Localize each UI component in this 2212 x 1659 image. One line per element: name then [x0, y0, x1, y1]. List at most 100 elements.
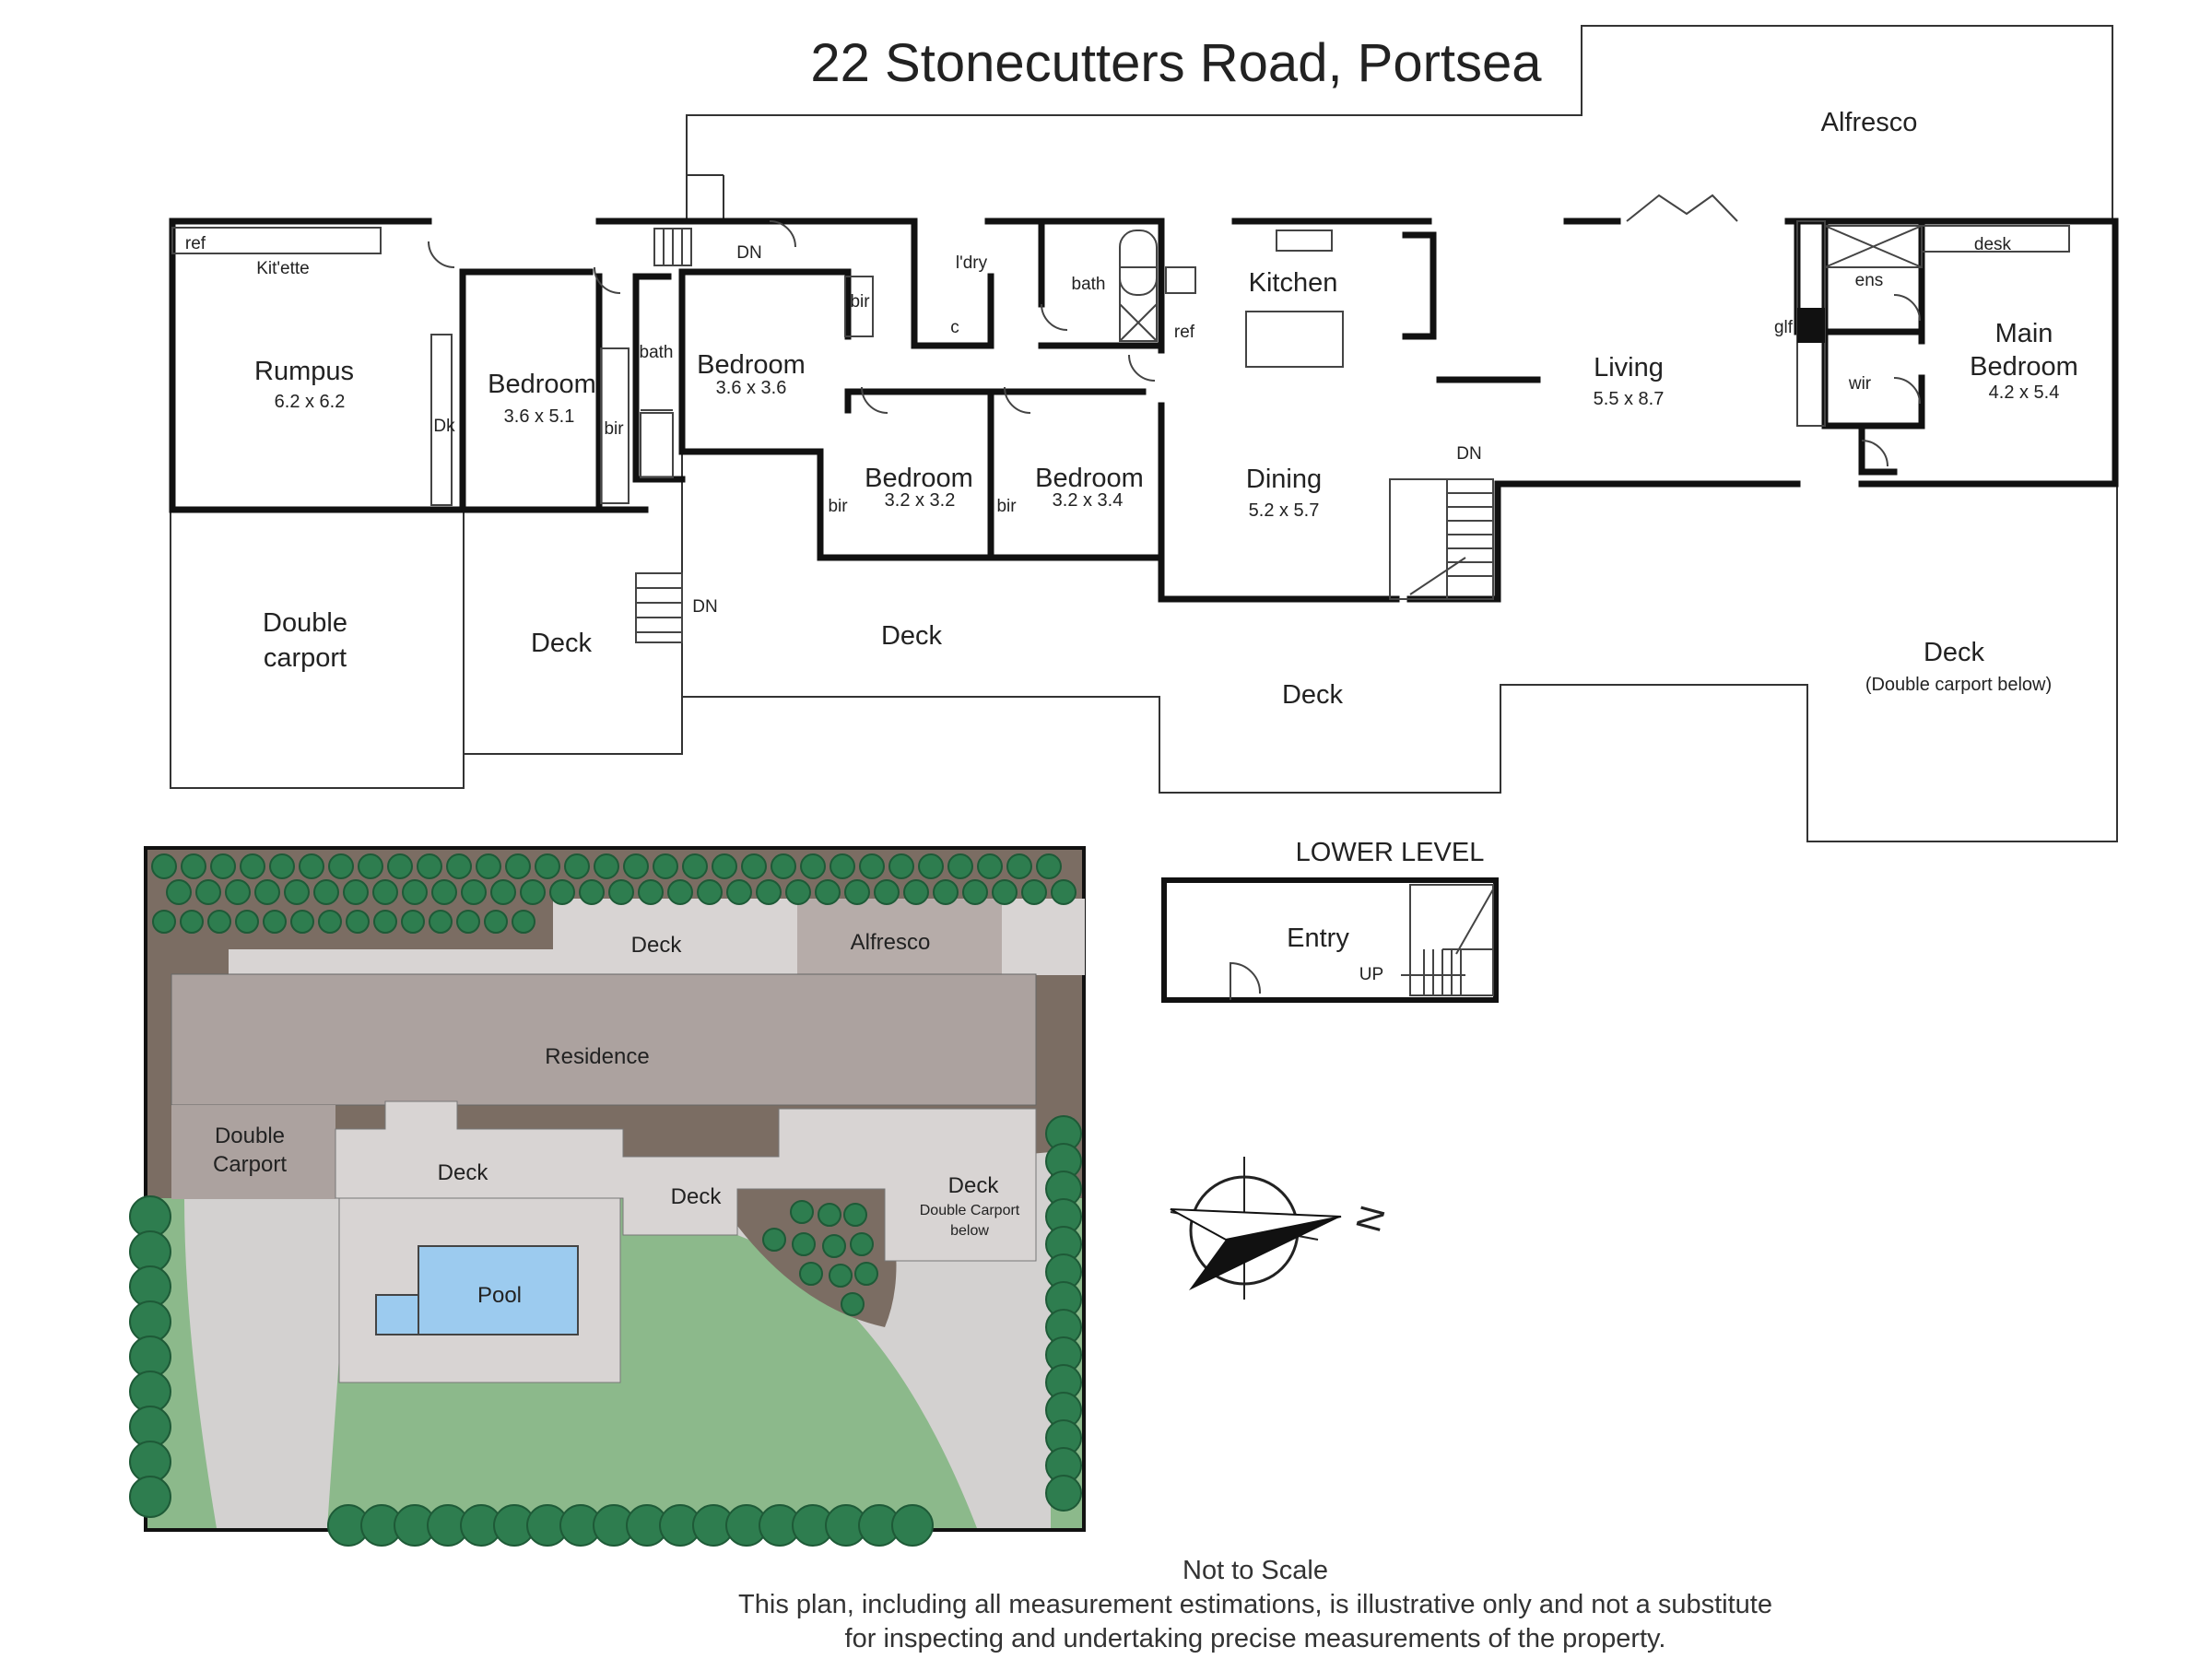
tree-shrub: [977, 853, 1003, 879]
dk-label: Dk: [433, 417, 455, 436]
dn-label-top: DN: [736, 243, 761, 263]
tree-shrub: [818, 1203, 841, 1227]
dn-label-dining: DN: [1456, 444, 1481, 464]
tree-shrub: [512, 910, 535, 934]
main-bedroom-label-2: Bedroom: [1970, 352, 2078, 382]
deck2-label: Deck: [881, 621, 943, 651]
site-deck-right-label: Deck: [948, 1173, 1000, 1198]
tree-shrub: [535, 853, 560, 879]
tree-shrub: [850, 1232, 874, 1256]
tree-shrub: [844, 879, 870, 905]
glf-panel: [1797, 308, 1825, 343]
alfresco-label: Alfresco: [1821, 108, 1918, 137]
tree-shrub: [682, 853, 708, 879]
living-label: Living: [1594, 353, 1664, 382]
tree-shrub: [431, 879, 457, 905]
bedroom4-label: Bedroom: [1035, 464, 1144, 493]
deck1-label: Deck: [531, 629, 593, 658]
main-bedroom-label-1: Main: [1995, 319, 2053, 348]
lower-level-heading: LOWER LEVEL: [1296, 838, 1485, 867]
bir1-label: bir: [604, 419, 624, 439]
tree-shrub: [402, 879, 428, 905]
interior-details: [171, 194, 2070, 643]
tree-shrub: [903, 879, 929, 905]
tree-shrub: [318, 910, 342, 934]
residence-area: [171, 973, 1037, 1106]
tree-shrub: [792, 1232, 816, 1256]
site-alfresco-label: Alfresco: [851, 930, 931, 955]
kitette-label: Kit'ette: [256, 259, 310, 278]
tree-shrub: [446, 853, 472, 879]
tree-shrub: [697, 879, 723, 905]
disclaimer-line-2: for inspecting and undertaking precise m…: [845, 1624, 1666, 1653]
tree-shrub: [269, 853, 295, 879]
tree-shrub: [608, 879, 634, 905]
tree-shrub: [667, 879, 693, 905]
tree-shrub: [429, 910, 453, 934]
tree-shrubs: [129, 853, 1082, 1547]
tree-shrub: [947, 853, 973, 879]
tree-shrub: [166, 879, 192, 905]
compass-needle-dark: [1189, 1217, 1341, 1290]
tree-shrub: [549, 879, 575, 905]
tree-shrub: [933, 879, 959, 905]
tree-shrub: [623, 853, 649, 879]
tree-shrub: [771, 853, 796, 879]
lower-level-stairs: [1230, 884, 1494, 1000]
bedroom1-label: Bedroom: [488, 370, 596, 399]
tree-shrub: [207, 910, 231, 934]
compass-needle-light: [1170, 1208, 1342, 1241]
tree-shrub: [372, 879, 398, 905]
tree-shrub: [962, 879, 988, 905]
ens-label: ens: [1855, 271, 1884, 290]
tree-shrub: [417, 853, 442, 879]
tree-shrub: [785, 879, 811, 905]
main-bedroom-dim: 4.2 x 5.4: [1989, 382, 2060, 403]
carport-label-1: Double: [263, 608, 347, 638]
dining-label: Dining: [1246, 465, 1322, 494]
tree-shrub: [1021, 879, 1047, 905]
site-deck-right-sub1: Double Carport: [920, 1203, 1020, 1218]
tree-shrub: [564, 853, 590, 879]
dn-label-deck: DN: [692, 597, 717, 617]
tree-shrub: [1051, 879, 1077, 905]
tree-shrub: [888, 853, 914, 879]
bir3-label: bir: [828, 497, 848, 516]
tree-shrub: [343, 879, 369, 905]
tree-shrub: [373, 910, 397, 934]
pool-label: Pool: [477, 1283, 522, 1308]
bath2-label: bath: [1072, 275, 1106, 294]
tree-shrub: [843, 1203, 867, 1227]
tree-shrub: [756, 879, 782, 905]
tree-shrub: [874, 879, 900, 905]
kitchen-label: Kitchen: [1249, 268, 1338, 298]
bedroom4-dim: 3.2 x 3.4: [1053, 490, 1124, 511]
site-deck-left-label: Deck: [438, 1160, 489, 1185]
ref-label: ref: [185, 234, 206, 253]
site-carport-label-2: Carport: [213, 1152, 287, 1177]
bedroom1-dim: 3.6 x 5.1: [504, 406, 575, 427]
alfresco-outline: [686, 25, 2113, 218]
tree-shrub: [476, 853, 501, 879]
tree-shrub: [859, 853, 885, 879]
up-label: UP: [1359, 965, 1383, 984]
tree-shrub: [299, 853, 324, 879]
pool: [418, 1245, 579, 1335]
deck-outline-long: [681, 479, 2118, 842]
tree-shrub: [1036, 853, 1062, 879]
rumpus-label: Rumpus: [254, 357, 354, 386]
tree-shrub: [328, 853, 354, 879]
tree-shrub: [726, 879, 752, 905]
disclaimer-line-1: This plan, including all measurement est…: [738, 1590, 1772, 1619]
tree-shrub: [181, 853, 206, 879]
compass-north-label: N: [1349, 1202, 1394, 1236]
pool-spa: [375, 1294, 419, 1335]
tree-shrub: [461, 879, 487, 905]
tree-shrub: [653, 853, 678, 879]
tree-shrub: [800, 853, 826, 879]
deck4-sublabel: (Double carport below): [1865, 675, 2052, 695]
tree-shrub: [891, 1504, 934, 1547]
tree-shrub: [854, 1262, 878, 1286]
rumpus-dim: 6.2 x 6.2: [275, 392, 346, 412]
